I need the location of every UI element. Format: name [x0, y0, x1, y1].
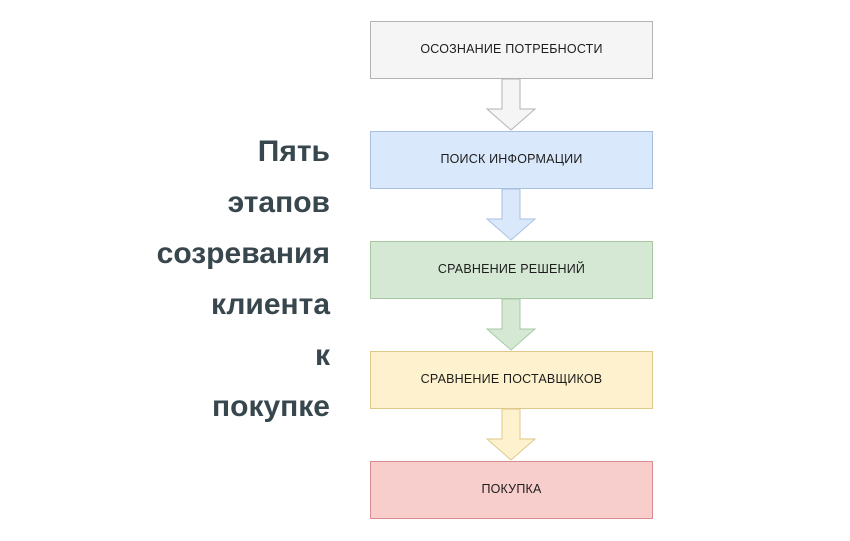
stage-box-1[interactable]: ОСОЗНАНИЕ ПОТРЕБНОСТИ: [370, 21, 653, 79]
arrow-down-icon: [485, 409, 537, 461]
stage-label-1: ОСОЗНАНИЕ ПОТРЕБНОСТИ: [420, 42, 603, 57]
stage-label-3: СРАВНЕНИЕ РЕШЕНИЙ: [437, 262, 586, 277]
arrow-down-icon: [485, 189, 537, 241]
diagram-heading: Пять этапов созревания клиента к покупке: [156, 135, 330, 423]
stage-label-2: ПОИСК ИНФОРМАЦИИ: [440, 152, 583, 167]
connector-4: [481, 409, 541, 461]
stage-box-5[interactable]: ПОКУПКА: [370, 461, 653, 519]
connector-1: [481, 79, 541, 131]
arrow-down-icon: [485, 79, 537, 131]
stage-box-4[interactable]: СРАВНЕНИЕ ПОСТАВЩИКОВ: [370, 351, 653, 409]
stage-box-2[interactable]: ПОИСК ИНФОРМАЦИИ: [370, 131, 653, 189]
connector-2: [481, 189, 541, 241]
stage-label-4: СРАВНЕНИЕ ПОСТАВЩИКОВ: [420, 372, 603, 387]
flowchart: ОСОЗНАНИЕ ПОТРЕБНОСТИ ПОИСК ИНФОРМАЦИИ С…: [370, 21, 653, 520]
arrow-down-icon: [485, 299, 537, 351]
stage-box-3[interactable]: СРАВНЕНИЕ РЕШЕНИЙ: [370, 241, 653, 299]
connector-3: [481, 299, 541, 351]
stage-label-5: ПОКУПКА: [481, 482, 542, 497]
